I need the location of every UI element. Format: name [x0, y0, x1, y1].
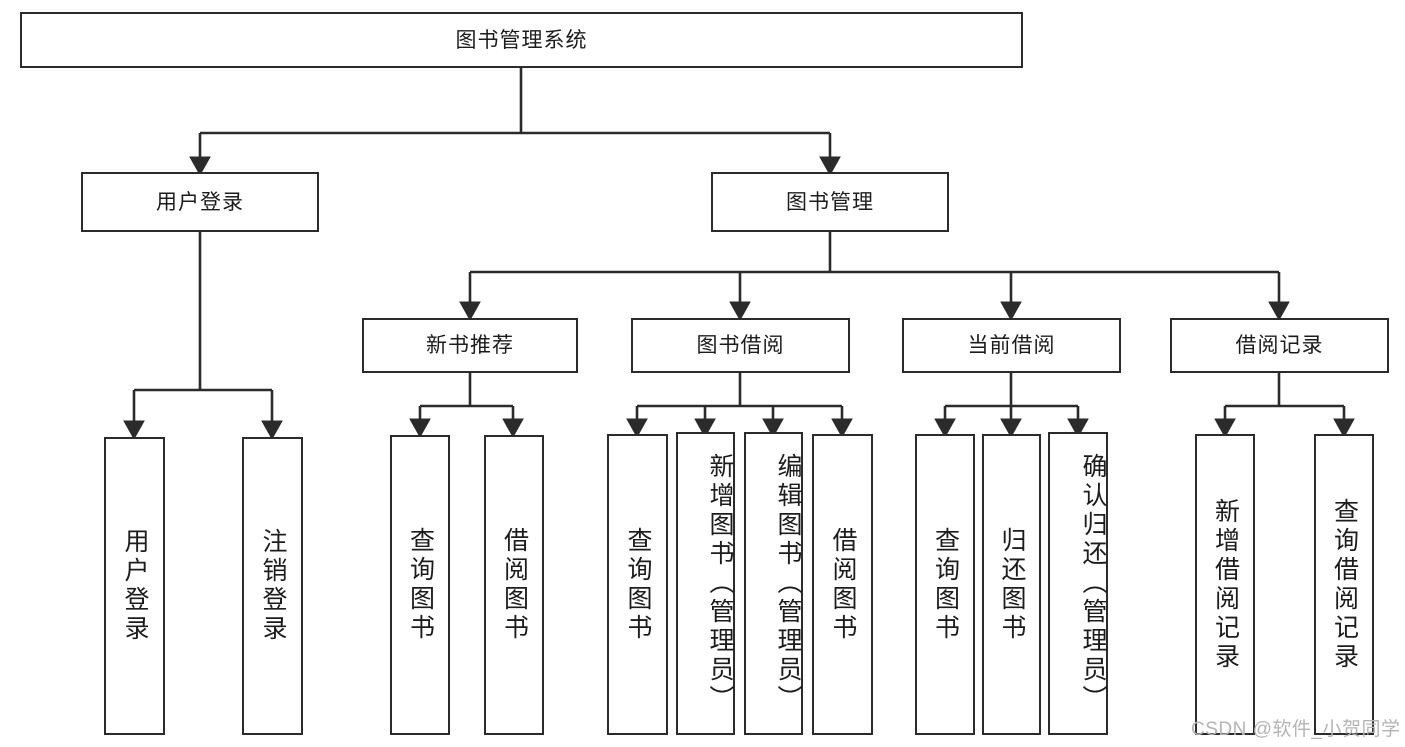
leaf-query-book-3-label: 查询图书 — [931, 526, 960, 643]
csdn-watermark: CSDN @软件_小贺同学 — [1191, 719, 1401, 740]
node-borrow-record-label: 借阅记录 — [1235, 334, 1324, 357]
leaf-query-record[interactable]: 查询借阅记录 — [1314, 434, 1374, 735]
leaf-user-logout[interactable]: 注销登录 — [242, 437, 303, 735]
leaf-borrow-book-1[interactable]: 借阅图书 — [484, 435, 544, 735]
leaf-add-book-label: 新增图书（管理员） — [706, 453, 734, 714]
node-new-book-rec-label: 新书推荐 — [426, 334, 514, 357]
node-current-borrow[interactable]: 当前借阅 — [902, 318, 1121, 373]
leaf-add-book[interactable]: 新增图书（管理员） — [676, 432, 735, 735]
leaf-confirm-return[interactable]: 确认归还（管理员） — [1048, 432, 1108, 735]
node-user-login[interactable]: 用户登录 — [81, 172, 319, 232]
leaf-confirm-return-label: 确认归还（管理员） — [1079, 453, 1107, 714]
leaf-user-logout-label: 注销登录 — [259, 528, 287, 644]
leaf-user-login-label: 用户登录 — [121, 528, 149, 644]
node-book-borrow[interactable]: 图书借阅 — [631, 318, 850, 373]
node-root-label: 图书管理系统 — [455, 28, 588, 52]
node-book-manage[interactable]: 图书管理 — [711, 172, 949, 232]
node-book-borrow-label: 图书借阅 — [696, 334, 785, 357]
leaf-add-record-label: 新增借阅记录 — [1211, 497, 1240, 672]
node-user-login-label: 用户登录 — [156, 190, 244, 214]
leaf-query-book-1[interactable]: 查询图书 — [390, 435, 450, 735]
node-current-borrow-label: 当前借阅 — [967, 334, 1056, 357]
leaf-query-record-label: 查询借阅记录 — [1330, 497, 1359, 672]
node-root[interactable]: 图书管理系统 — [20, 12, 1023, 68]
leaf-edit-book-label: 编辑图书（管理员） — [774, 453, 802, 714]
leaf-return-book[interactable]: 归还图书 — [982, 434, 1041, 735]
leaf-return-book-label: 归还图书 — [998, 526, 1026, 643]
leaf-query-book-2[interactable]: 查询图书 — [607, 434, 668, 735]
leaf-borrow-book-2-label: 借阅图书 — [829, 526, 857, 643]
leaf-user-login[interactable]: 用户登录 — [104, 437, 165, 735]
leaf-borrow-book-2[interactable]: 借阅图书 — [812, 434, 873, 735]
node-borrow-record[interactable]: 借阅记录 — [1170, 318, 1389, 373]
node-book-manage-label: 图书管理 — [786, 190, 874, 214]
leaf-add-record[interactable]: 新增借阅记录 — [1195, 434, 1255, 735]
leaf-query-book-1-label: 查询图书 — [406, 527, 435, 643]
leaf-query-book-2-label: 查询图书 — [624, 526, 652, 643]
node-new-book-rec[interactable]: 新书推荐 — [362, 318, 578, 373]
leaf-borrow-book-1-label: 借阅图书 — [500, 527, 529, 643]
leaf-edit-book[interactable]: 编辑图书（管理员） — [744, 432, 803, 735]
leaf-query-book-3[interactable]: 查询图书 — [915, 434, 975, 735]
